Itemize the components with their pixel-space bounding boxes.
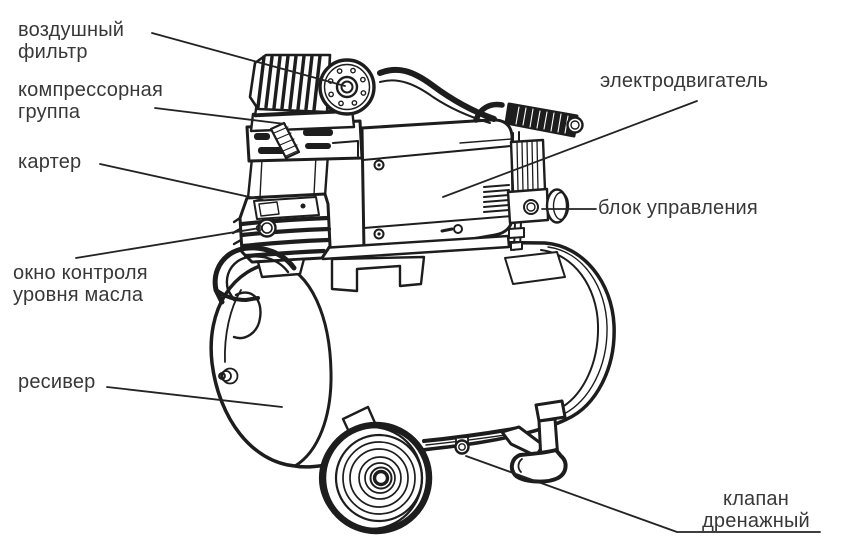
label-crankcase: картер xyxy=(18,151,82,173)
wheel-part xyxy=(318,405,433,535)
label-compressor-group: компрессорная группа xyxy=(18,79,163,123)
label-air-filter: воздушный фильтр xyxy=(18,19,125,63)
air-filter-part xyxy=(248,53,376,116)
support-foot-part xyxy=(500,399,568,484)
handle-part xyxy=(473,101,584,138)
tank-plug xyxy=(218,367,239,385)
oil-dipstick xyxy=(269,121,301,160)
motor-vent-slats xyxy=(483,184,510,213)
control-knob xyxy=(523,199,539,215)
motor-mount-bracket xyxy=(330,255,426,293)
leader-lines xyxy=(75,32,821,533)
air-filter-ribs xyxy=(256,54,322,112)
label-receiver: ресивер xyxy=(18,371,96,393)
label-drain-valve: клапан дренажный xyxy=(702,488,810,532)
leader-oil-window xyxy=(75,227,261,259)
leader-drain-valve xyxy=(465,455,821,533)
air-filter-bolts xyxy=(327,67,367,107)
leader-crankcase xyxy=(99,163,264,201)
crankcase-part xyxy=(231,192,332,279)
tank-hook xyxy=(212,245,297,305)
pressure-gauge xyxy=(545,188,569,224)
label-oil-level-window: окно контроля уровня масла xyxy=(13,262,148,306)
drain-valve-part xyxy=(454,436,470,455)
control-unit-part xyxy=(506,131,570,251)
label-control-unit: блок управления xyxy=(598,197,758,219)
label-electric-motor: электродвигатель xyxy=(600,70,769,92)
tank-label-plate xyxy=(504,251,566,285)
leader-compressor-group xyxy=(154,107,286,125)
receiver-tank-part xyxy=(209,240,616,469)
leader-air-filter xyxy=(151,32,346,87)
leader-motor xyxy=(442,100,698,198)
electric-motor-part xyxy=(320,66,515,293)
leader-receiver xyxy=(106,386,283,408)
